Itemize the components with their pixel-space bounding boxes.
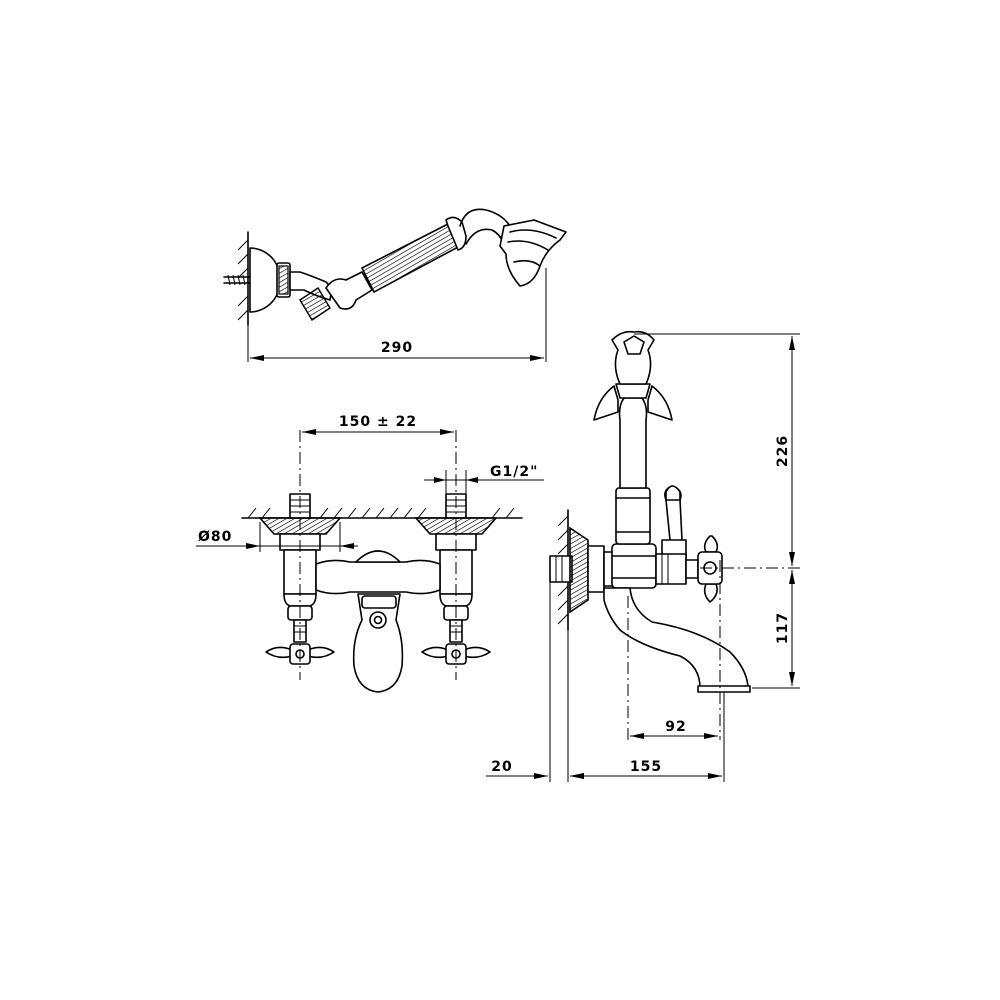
- dim-label-117: 117: [775, 612, 791, 644]
- shower-handle-base: [325, 271, 373, 310]
- side-cross-handle: [703, 535, 719, 553]
- dim-label-92: 92: [665, 719, 686, 735]
- diverter-column: [615, 487, 651, 545]
- dim-label-155: 155: [630, 759, 662, 775]
- side-wall-hatch: [557, 515, 569, 625]
- dim-label-290: 290: [381, 340, 413, 356]
- dim-label-g12: G1/2": [490, 464, 538, 480]
- side-flange: [569, 526, 589, 614]
- shower-head: [499, 219, 567, 287]
- shower-gooseneck: [459, 208, 511, 227]
- mixer-top-dome: [355, 550, 401, 563]
- side-body: [611, 543, 657, 589]
- shower-handle-grip: [360, 222, 462, 294]
- shower-holder-rosette: [249, 247, 279, 313]
- side-view: 226 117 92 155 20: [486, 330, 800, 782]
- side-spout: [603, 587, 749, 689]
- dim-label-226: 226: [775, 435, 791, 467]
- shower-handle-collar: [445, 216, 467, 251]
- hose-connector: [299, 287, 331, 321]
- dim-label-150: 150 ± 22: [339, 414, 417, 430]
- dim-label-d80: Ø80: [198, 529, 232, 545]
- mixer-body-bar: [315, 559, 441, 595]
- wall-screw: [223, 274, 251, 286]
- hand-shower-view: 290: [223, 208, 567, 362]
- shower-cradle: [593, 385, 619, 421]
- front-view: 150 ± 22 G1/2" Ø80: [196, 414, 544, 693]
- spout-front: [352, 593, 404, 693]
- front-wall-hatch: [247, 507, 515, 519]
- dim-label-20: 20: [491, 759, 512, 775]
